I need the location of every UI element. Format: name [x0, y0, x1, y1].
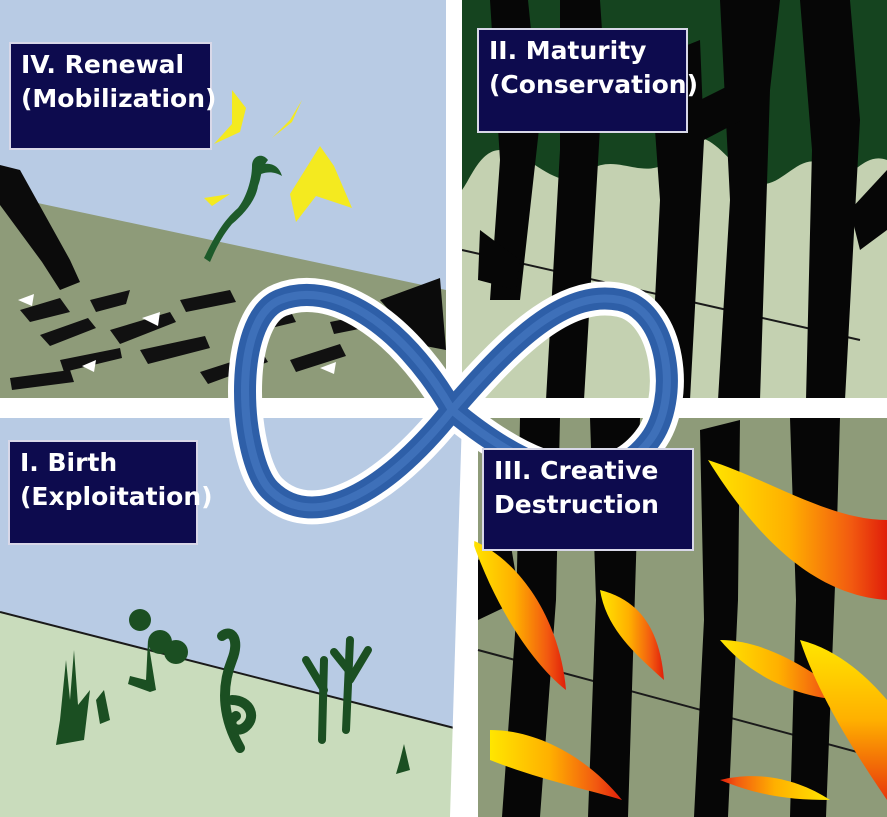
label-birth: I. Birth (Exploitation) [8, 440, 213, 545]
infinity-loop-icon [228, 278, 684, 525]
flower-icon [128, 609, 188, 692]
label-destruction: III. Creative Destruction [482, 448, 694, 551]
label-maturity: II. Maturity (Conservation) [477, 28, 698, 133]
label-destruction-line2: Destruction [494, 490, 659, 519]
grass-icon [56, 650, 410, 774]
label-maturity-line1: II. Maturity [489, 36, 647, 65]
label-destruction-line1: III. Creative [494, 456, 659, 485]
label-renewal-line1: IV. Renewal [21, 50, 185, 79]
flame-icon [472, 460, 887, 800]
label-maturity-line2: (Conservation) [489, 70, 698, 99]
label-renewal: IV. Renewal (Mobilization) [9, 42, 217, 150]
sun-burst-icon [204, 90, 352, 222]
label-birth-line2: (Exploitation) [20, 482, 213, 511]
label-birth-line1: I. Birth [20, 448, 118, 477]
fallen-log [0, 165, 80, 290]
sprout-icon [204, 155, 282, 262]
label-renewal-line2: (Mobilization) [21, 84, 217, 113]
